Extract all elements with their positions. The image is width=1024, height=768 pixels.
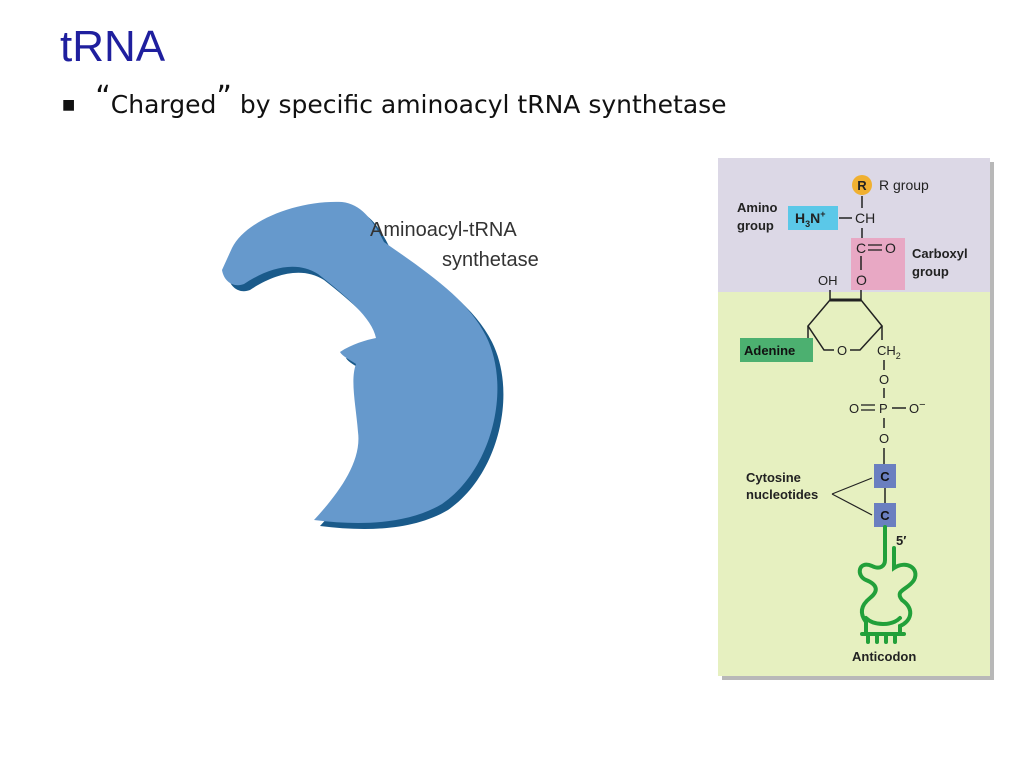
close-quote: ” [216, 80, 232, 115]
phosphate-o-left: O [849, 401, 859, 416]
carboxyl-group-box [851, 238, 905, 290]
r-badge-label: R [857, 178, 867, 193]
pointer-c2 [831, 493, 873, 516]
ring-o-label: O [837, 343, 847, 358]
oh-label: OH [818, 273, 838, 288]
bullet-square-icon: ■ [62, 97, 76, 113]
ch2-label: CH2 [877, 343, 901, 361]
amino-label-line1: Amino [737, 200, 778, 215]
phosphate-o-top: O [879, 372, 889, 387]
r-group-label: R group [879, 177, 929, 193]
phosphorus-label: P [879, 401, 888, 416]
enzyme-label-line1: Aminoacyl-tRNA [370, 219, 517, 241]
ch-label: CH [855, 210, 875, 226]
synthetase-enzyme: Aminoacyl-tRNA synthetase [222, 201, 539, 529]
amino-group-box [788, 206, 838, 230]
five-prime-label: 5′ [896, 533, 906, 548]
bullet-point: ■ “ Charged ” by specific aminoacyl tRNA… [62, 80, 727, 121]
phosphate-o-bottom: O [879, 431, 889, 446]
h3n-label: H3N+ [795, 209, 826, 229]
quoted-word: Charged [110, 90, 217, 119]
cytosine-box-2 [874, 503, 896, 527]
carboxyl-label-line1: Carboxyl [912, 246, 968, 261]
trna-structure-diagram: R R group Amino group H3N+ CH C O O Carb… [718, 158, 994, 680]
anticodon-label: Anticodon [852, 649, 916, 664]
enzyme-body [222, 201, 498, 523]
carbonyl-c-label: C [856, 240, 866, 256]
enzyme-label-line2: synthetase [442, 249, 539, 271]
amino-label-line2: group [737, 218, 774, 233]
pointer-c1 [831, 477, 873, 495]
r-badge [852, 175, 872, 195]
ester-o-label: O [856, 272, 867, 288]
carbonyl-o-label: O [885, 240, 896, 256]
adenine-label: Adenine [744, 343, 795, 358]
trna-strand [857, 525, 918, 644]
cytosine-label-line1: Cytosine [746, 470, 801, 485]
slide-title: tRNA [60, 22, 166, 71]
open-quote: “ [95, 80, 111, 115]
cytosine-label-line2: nucleotides [746, 487, 818, 502]
ring-o-mask [834, 342, 850, 358]
cytosine-box-2-label: C [880, 508, 890, 523]
cytosine-box-1-label: C [880, 469, 890, 484]
cytosine-box-1 [874, 464, 896, 488]
adenine-box [740, 338, 813, 362]
phosphate-o-right: O− [909, 399, 926, 416]
carboxyl-label-line2: group [912, 264, 949, 279]
bullet-text: by specific aminoacyl tRNA synthetase [231, 90, 727, 119]
